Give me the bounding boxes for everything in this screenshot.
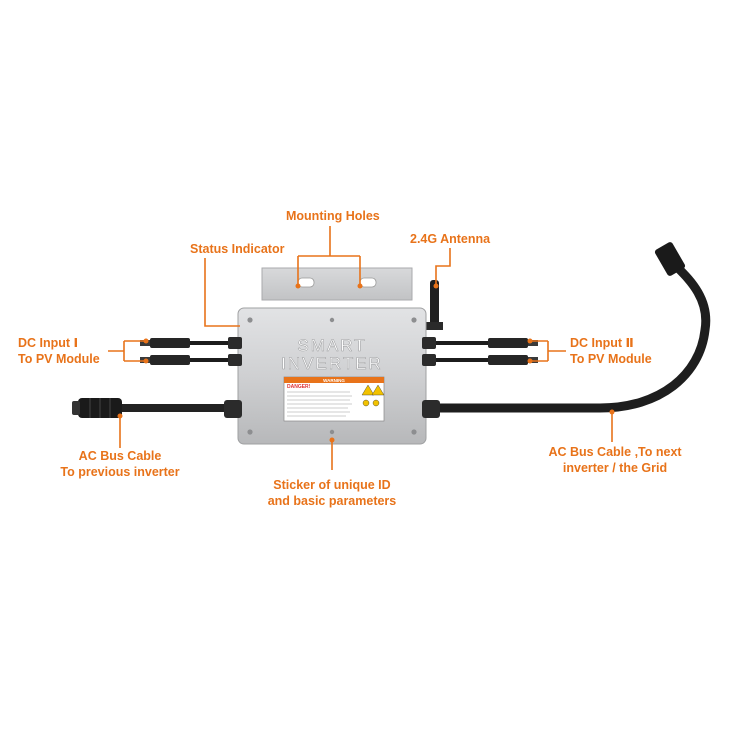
label-sticker-line1: Sticker of unique ID <box>273 478 391 492</box>
label-antenna: 2.4G Antenna <box>410 232 491 246</box>
leader-dc-input-2 <box>530 340 566 362</box>
label-ac-bus-right-line2: inverter / the Grid <box>562 461 668 475</box>
label-ac-bus-left-line1: AC Bus Cable <box>78 449 162 463</box>
label-dc-input-1-line2: To PV Module <box>18 352 100 366</box>
ac-bus-cable-right <box>420 263 711 413</box>
label-ac-bus-right-line1: AC Bus Cable ,To next <box>548 445 682 459</box>
id-sticker: DANGER! WARNING <box>283 376 385 422</box>
dc-connector-left-bottom <box>150 355 190 365</box>
label-sticker-line2: and basic parameters <box>267 494 397 508</box>
inverter-body <box>237 307 427 445</box>
label-ac-bus-right: AC Bus Cable ,To next inverter / the Gri… <box>530 444 700 476</box>
label-dc-input-2-line2: To PV Module <box>570 352 652 366</box>
label-sticker: Sticker of unique ID and basic parameter… <box>252 477 412 509</box>
antenna <box>430 280 439 328</box>
ac-connector-right <box>654 242 686 276</box>
label-dc-input-2-line1: DC Input Ⅱ <box>570 336 634 350</box>
mounting-plate <box>261 267 413 301</box>
warning-triangle-icon <box>361 384 375 396</box>
sticker-danger: DANGER! <box>287 384 311 390</box>
leader-dc-input-1 <box>108 340 146 362</box>
brand-line-2: INVERTER <box>281 354 383 373</box>
label-status-indicator: Status Indicator <box>190 242 285 256</box>
label-ac-bus-left-line2: To previous inverter <box>60 465 180 479</box>
brand-line-1: SMART <box>297 336 366 355</box>
label-mounting-holes: Mounting Holes <box>286 209 380 223</box>
dc-connector-right-top <box>488 338 528 348</box>
label-dc-input-2: DC Input Ⅱ To PV Module <box>570 335 652 367</box>
label-ac-bus-left: AC Bus Cable To previous inverter <box>50 448 190 480</box>
leader-status-indicator <box>204 258 240 327</box>
sticker-warning: WARNING <box>323 378 345 383</box>
leader-mounting-holes <box>297 226 361 286</box>
label-dc-input-1-line1: DC Input Ⅰ <box>18 336 79 350</box>
dc-connector-right-bottom <box>488 355 528 365</box>
label-dc-input-1: DC Input Ⅰ To PV Module <box>18 335 100 367</box>
dc-connector-left-top <box>150 338 190 348</box>
leader-antenna <box>435 248 451 286</box>
